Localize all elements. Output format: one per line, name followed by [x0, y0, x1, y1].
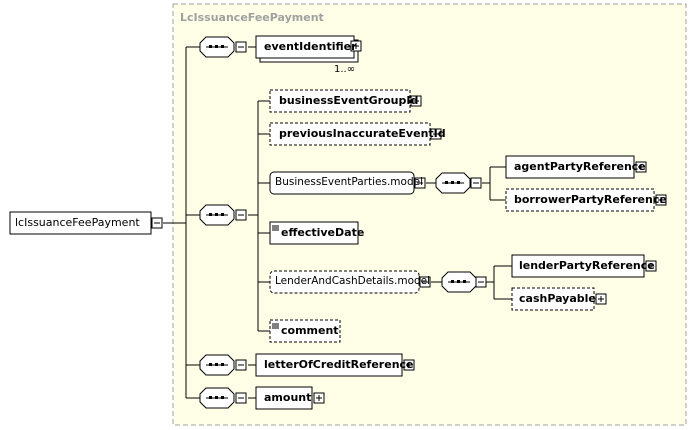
- business-event-group-id-label: businessEventGroupId: [279, 94, 419, 107]
- lender-and-cash-details-model-box[interactable]: [269, 270, 431, 294]
- effective-date-box[interactable]: [269, 221, 359, 245]
- agent-party-reference-box[interactable]: [505, 155, 647, 179]
- lender-party-reference-box[interactable]: [511, 254, 657, 278]
- sequence-compositor-middle[interactable]: [199, 204, 247, 226]
- sequence-compositor-top[interactable]: [199, 36, 247, 58]
- connectors: [163, 46, 512, 399]
- lender-and-cash-details-model-label: LenderAndCashDetails.model: [275, 275, 431, 287]
- complex-type-title: LcIssuanceFeePayment: [180, 11, 324, 24]
- sequence-compositor-lender[interactable]: [441, 271, 487, 293]
- sequence-compositor-parties[interactable]: [435, 172, 482, 194]
- sequence-compositor-amount[interactable]: [199, 387, 247, 409]
- simple-content-icon: [272, 323, 279, 329]
- borrower-party-reference-box[interactable]: [505, 188, 667, 212]
- borrower-party-reference-label: borrowerPartyReference: [514, 193, 667, 206]
- business-event-group-id-box[interactable]: [269, 89, 422, 113]
- effective-date-label: effectiveDate: [281, 226, 365, 239]
- event-identifier-label: eventIdentifier: [264, 40, 357, 53]
- letter-of-credit-reference-label: letterOfCreditReference: [264, 358, 414, 371]
- root-element-label: lcIssuanceFeePayment: [15, 216, 140, 229]
- occurrence-label: 1..∞: [334, 64, 356, 75]
- amount-box[interactable]: [255, 386, 325, 410]
- comment-label: comment: [281, 324, 339, 337]
- event-identifier-box[interactable]: [255, 35, 362, 63]
- agent-party-reference-label: agentPartyReference: [514, 160, 646, 173]
- cash-payable-label: cashPayable: [519, 292, 596, 305]
- lender-party-reference-label: lenderPartyReference: [519, 259, 655, 272]
- business-event-parties-model-label: BusinessEventParties.model: [275, 176, 423, 188]
- business-event-parties-model-box[interactable]: [269, 171, 426, 195]
- cash-payable-box[interactable]: [511, 287, 607, 311]
- sequence-compositor-letter[interactable]: [199, 354, 247, 376]
- previous-inaccurate-event-id-box[interactable]: [269, 122, 442, 146]
- letter-of-credit-reference-box[interactable]: [255, 353, 415, 377]
- root-element-box[interactable]: [9, 211, 163, 235]
- previous-inaccurate-event-id-label: previousInaccurateEventId: [279, 127, 446, 140]
- comment-box[interactable]: [269, 319, 341, 343]
- simple-content-icon: [272, 225, 279, 231]
- amount-label: amount: [264, 391, 312, 404]
